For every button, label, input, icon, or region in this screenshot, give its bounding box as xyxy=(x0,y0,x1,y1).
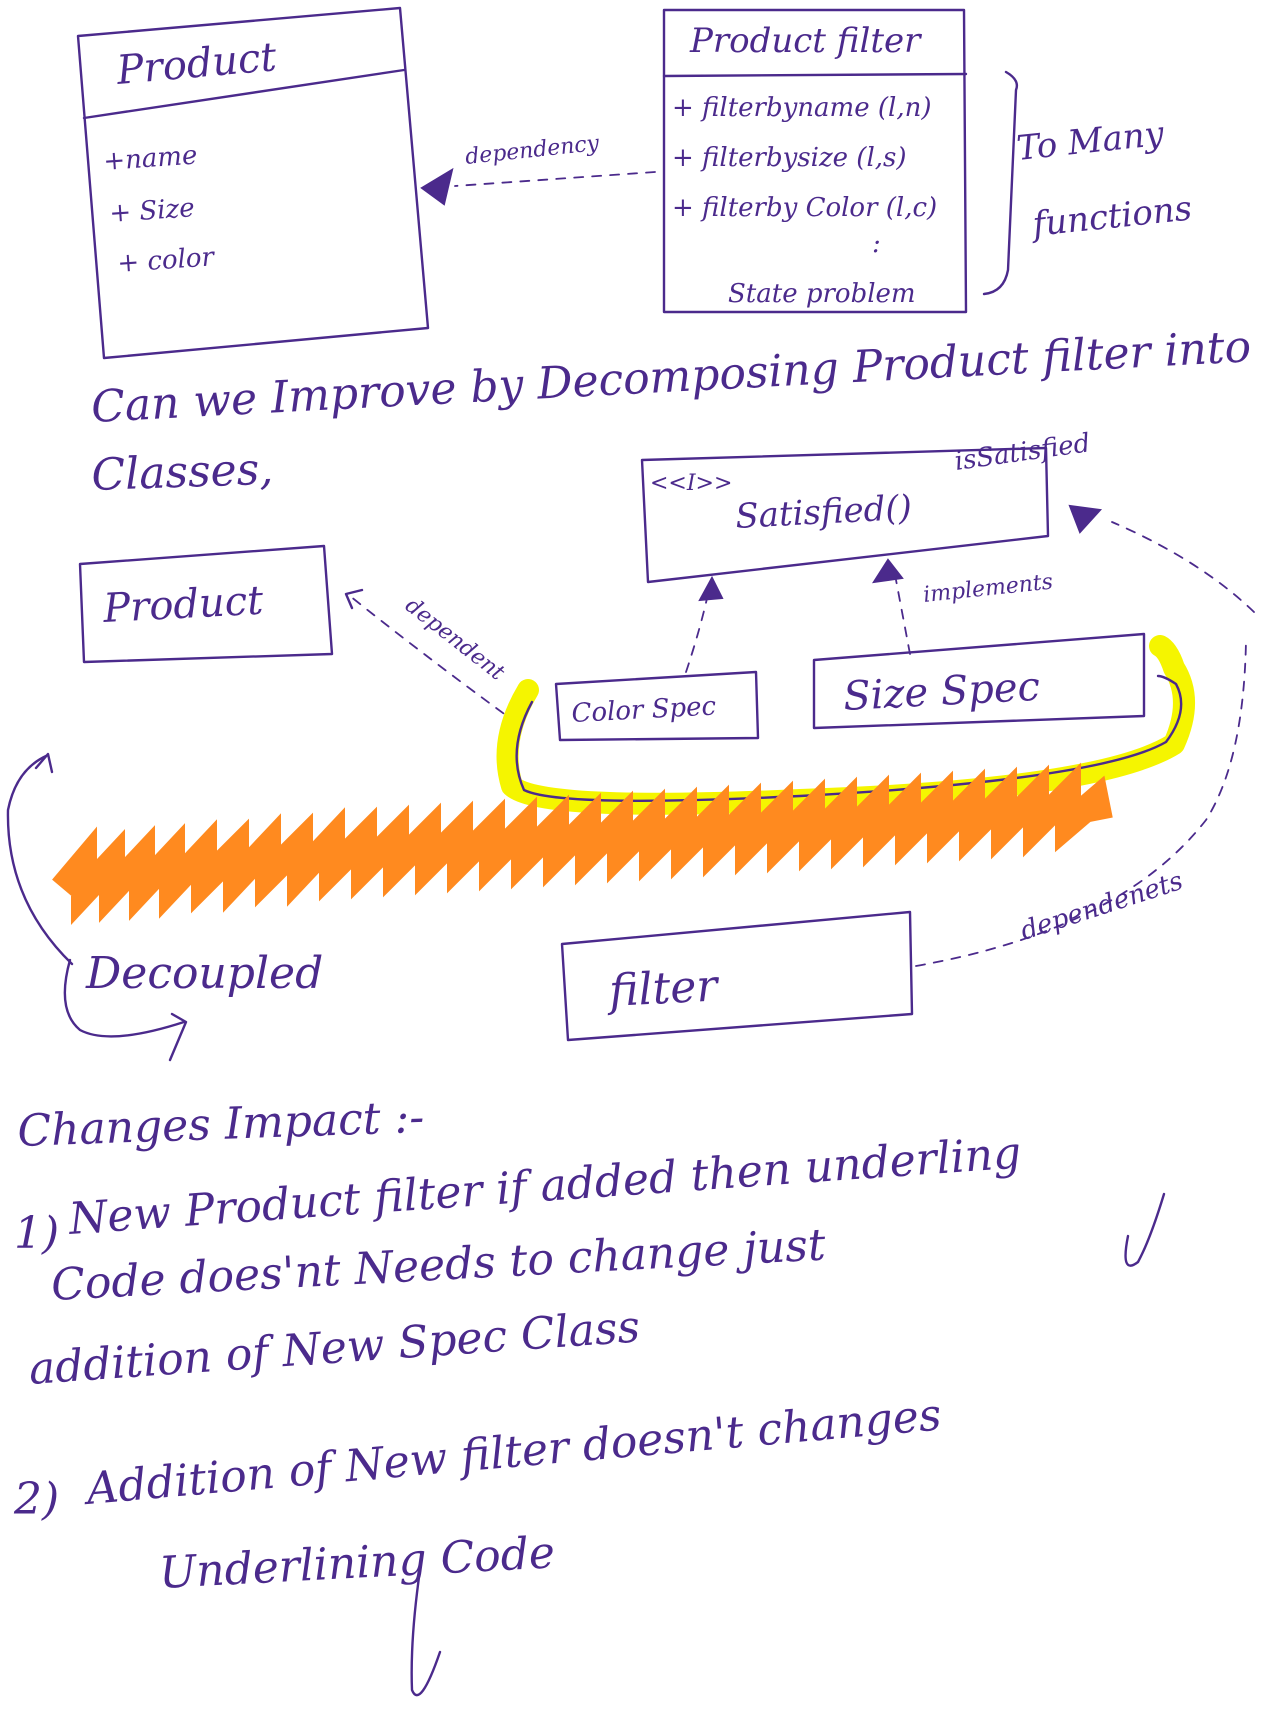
product-filter-footer: State problem xyxy=(728,279,916,309)
product-filter-ellipsis: : xyxy=(872,229,881,259)
too-many-note-line2: functions xyxy=(1028,188,1194,245)
decoupled-annotation: Decoupled xyxy=(6,752,323,1062)
changes-impact-section: Changes Impact :- 1) New Product filter … xyxy=(13,1092,1166,1697)
interface-annotation: isSatisfied xyxy=(953,428,1092,477)
product-filter-method-name: + filterbyname (l,n) xyxy=(672,93,931,123)
dependency-label: dependency xyxy=(464,131,601,170)
dependents-label: dependenets xyxy=(1017,866,1187,947)
product-box-label: Product xyxy=(101,578,265,632)
changes-heading: Changes Impact :- xyxy=(17,1092,425,1157)
product-class-box: Product +name + Size + color xyxy=(76,6,430,360)
color-spec-label: Color Spec xyxy=(571,691,717,729)
filter-box: filter xyxy=(560,910,914,1042)
implements-label: implements xyxy=(922,569,1054,607)
dependent-label: dependent xyxy=(400,593,509,686)
product-attr-size: + Size xyxy=(108,193,195,229)
filter-box-label: filter xyxy=(605,960,722,1017)
too-many-brace: To Many functions xyxy=(982,70,1194,296)
spec-group-highlight xyxy=(496,635,1195,815)
changes-item1-number: 1) xyxy=(14,1208,59,1259)
question-line1: Can we Improve by Decomposing Product fi… xyxy=(90,321,1252,433)
underling-descender xyxy=(1124,1192,1166,1267)
size-spec-box: Size Spec xyxy=(812,632,1146,730)
product-class-title: Product xyxy=(114,34,279,94)
interface-method: Satisfied() xyxy=(734,488,912,537)
changes-item1-line3: addition of New Spec Class xyxy=(27,1301,641,1395)
too-many-note-line1: To Many xyxy=(1015,114,1167,169)
changes-item2-line2: Underlining Code xyxy=(158,1527,556,1599)
spec-group-outline xyxy=(515,674,1183,802)
separator-zigzag xyxy=(52,762,1113,925)
changes-item2-number: 2) xyxy=(13,1474,59,1525)
interface-stereotype: <<I>> xyxy=(650,471,732,496)
product-filter-title: Product filter xyxy=(689,21,922,61)
size-spec-label: Size Spec xyxy=(842,664,1041,720)
question-line2: Classes, xyxy=(91,444,274,501)
underlining-descender xyxy=(410,1568,442,1697)
dependency-arrow: dependency xyxy=(420,131,656,206)
product-box: Product xyxy=(78,544,334,664)
product-filter-method-color: + filterby Color (l,c) xyxy=(672,193,937,223)
product-attr-color: + color xyxy=(116,242,216,279)
product-filter-class-box: Product filter + filterbyname (l,n) + fi… xyxy=(662,8,968,314)
changes-item2-line1: Addition of New filter doesn't changes xyxy=(81,1389,944,1515)
dependent-arrow: dependent xyxy=(344,588,519,725)
color-spec-box: Color Spec xyxy=(554,670,760,742)
product-filter-method-size: + filterbysize (l,s) xyxy=(672,143,907,173)
decoupled-label: Decoupled xyxy=(85,948,323,999)
product-attr-name: +name xyxy=(102,140,198,176)
interface-box: <<I>> Satisfied() isSatisfied xyxy=(640,428,1092,584)
